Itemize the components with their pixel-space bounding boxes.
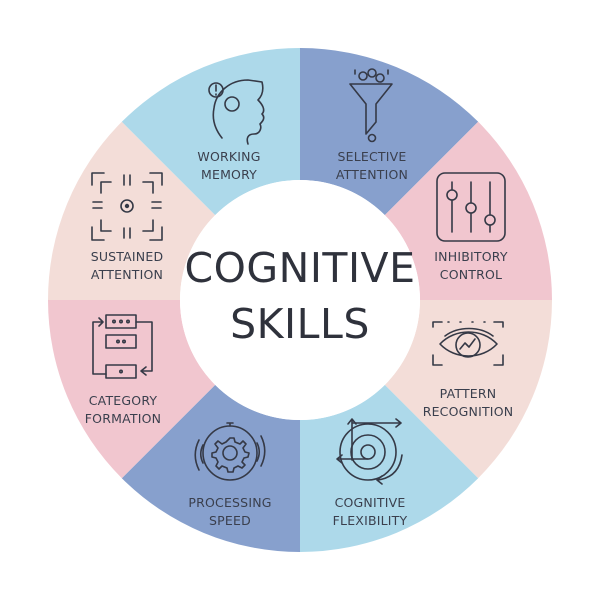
- spiral-arrows-icon: [336, 418, 403, 485]
- segment-pattern-recognition: [384, 300, 552, 479]
- title-line-1: COGNITIVE: [184, 244, 416, 292]
- label-line: FLEXIBILITY: [332, 513, 408, 528]
- segment-cognitive-flexibility: [300, 384, 479, 552]
- label-line: FORMATION: [84, 411, 162, 426]
- label-line: ATTENTION: [90, 267, 164, 282]
- funnel-icon: [349, 68, 393, 143]
- label-line: SPEED: [209, 513, 251, 528]
- label-line: SELECTIVE: [337, 149, 407, 164]
- label-line: PROCESSING: [188, 495, 272, 510]
- label-line: RECOGNITION: [422, 404, 514, 419]
- sliders-icon: [436, 172, 506, 242]
- page-title: COGNITIVE SKILLS: [180, 240, 420, 352]
- segment-processing-speed: [121, 384, 300, 552]
- label-processing-speed: PROCESSING SPEED: [160, 494, 300, 530]
- eye-chart-icon: [432, 321, 504, 366]
- label-line: ATTENTION: [335, 167, 409, 182]
- stacked-boxes-icon: [92, 314, 153, 379]
- label-line: CATEGORY: [88, 393, 158, 408]
- label-line: MEMORY: [200, 167, 258, 182]
- label-sustained-attention: SUSTAINED ATTENTION: [57, 248, 197, 284]
- label-cognitive-flexibility: COGNITIVE FLEXIBILITY: [300, 494, 440, 530]
- center-circle: [180, 180, 420, 420]
- stopwatch-gear-icon: [194, 422, 266, 481]
- label-pattern-recognition: PATTERN RECOGNITION: [398, 385, 538, 421]
- label-category-formation: CATEGORY FORMATION: [53, 392, 193, 428]
- label-line: PATTERN: [439, 386, 497, 401]
- segment-working-memory: [121, 48, 300, 216]
- focus-target-icon: [91, 172, 163, 241]
- segment-category-formation: [48, 300, 216, 479]
- head-gears-icon: [208, 79, 265, 145]
- segment-selective-attention: [300, 48, 479, 216]
- label-line: WORKING: [197, 149, 261, 164]
- title-line-2: SKILLS: [230, 300, 370, 348]
- label-line: CONTROL: [439, 267, 503, 282]
- label-line: INHIBITORY: [434, 249, 508, 264]
- label-working-memory: WORKING MEMORY: [159, 148, 299, 184]
- label-line: SUSTAINED: [90, 249, 164, 264]
- label-line: COGNITIVE: [334, 495, 406, 510]
- label-selective-attention: SELECTIVE ATTENTION: [302, 148, 442, 184]
- label-inhibitory-control: INHIBITORY CONTROL: [401, 248, 541, 284]
